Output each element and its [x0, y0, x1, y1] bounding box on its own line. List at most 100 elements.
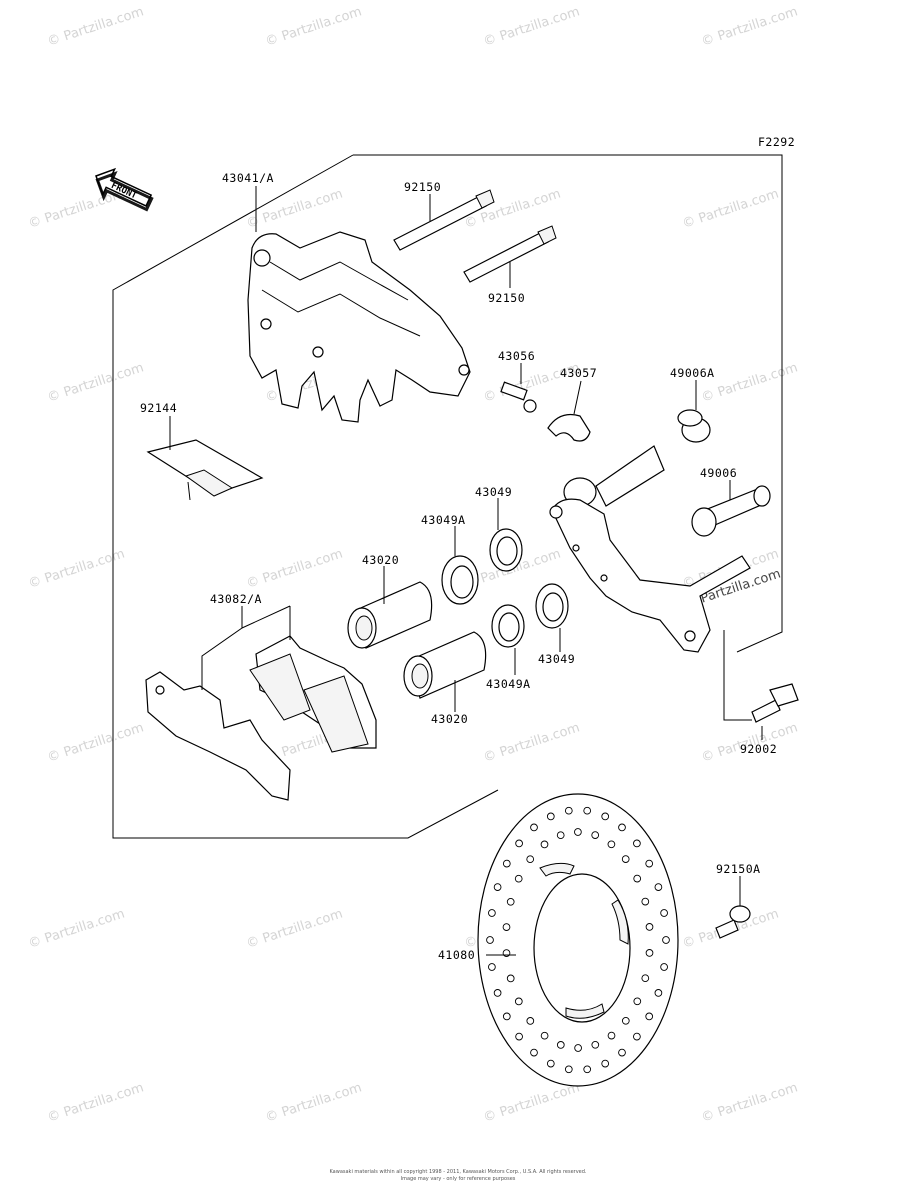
disc-hole: [502, 1012, 511, 1021]
brake-pad-front: [249, 635, 377, 753]
disc-hole: [526, 1017, 535, 1025]
watermark-text: © Partzilla.com: [245, 907, 345, 952]
disc-bolt: [715, 905, 751, 939]
disc-hole: [583, 806, 592, 815]
bleeder-cap: [547, 413, 591, 442]
disc-hole: [621, 855, 630, 863]
disc-hole: [564, 806, 573, 815]
label-seal-lower: 43049: [538, 652, 575, 666]
disc-hole: [514, 874, 523, 883]
label-pad-set: 43082/A: [210, 592, 262, 606]
seal-upper: [489, 528, 523, 572]
copyright-line: Kawasaki materials within all copyright …: [329, 1169, 586, 1175]
watermark-text: © Partzilla.com: [46, 1080, 146, 1125]
disc-hole: [601, 812, 610, 821]
disc-hole: [601, 1059, 610, 1068]
seal-lower: [535, 583, 569, 629]
disc-hole: [591, 831, 600, 839]
disc-hole: [591, 1040, 600, 1049]
seal-a-upper: [441, 555, 479, 605]
watermark-text: © Partzilla.com: [264, 1080, 364, 1125]
assembly-outline-left: [112, 154, 499, 839]
disc-hole: [506, 897, 515, 906]
disc-hole: [530, 1048, 538, 1057]
disc-hole: [645, 923, 654, 931]
label-spring: 92144: [140, 401, 177, 415]
caliper-pin-lower: [463, 225, 557, 283]
disc-hole: [493, 883, 502, 891]
pad-spring: [146, 439, 264, 501]
disc-hole: [645, 859, 654, 868]
disc-hole: [645, 1012, 654, 1021]
brake-pad-back: [145, 671, 291, 801]
disc-hole: [633, 1032, 641, 1041]
disc-hole: [607, 840, 616, 849]
disc-hole: [641, 974, 650, 983]
leader-lines: [169, 186, 763, 956]
disc-hole: [488, 909, 496, 917]
disc-hole: [556, 831, 565, 840]
bushing-a: [677, 409, 711, 443]
watermark-text: © Partzilla.com: [700, 360, 800, 405]
disc-hole: [607, 1031, 616, 1040]
disc-hole: [530, 823, 538, 832]
label-seal-a-upper: 43049A: [421, 513, 466, 527]
assembly-outline: [353, 154, 783, 653]
disc-hole: [645, 949, 654, 957]
watermark-text: © Partzilla.com: [245, 547, 345, 592]
disc-hole: [660, 963, 668, 971]
label-bolt-disc: 92150A: [716, 862, 761, 876]
disc-hole: [526, 855, 535, 864]
bolt-sleeve: [691, 485, 771, 537]
watermark-text: © Partzilla.com: [245, 187, 345, 232]
disc-hole: [502, 859, 511, 868]
disc-hole: [506, 974, 515, 983]
label-bolt: 92002: [740, 742, 777, 756]
label-cap: 43057: [560, 366, 597, 380]
disc-hole: [564, 1065, 573, 1074]
disc-hole: [618, 823, 626, 832]
brake-disc: [477, 793, 679, 1087]
label-piston-upper: 43020: [362, 553, 399, 567]
disc-hole: [662, 936, 670, 944]
disc-hole: [515, 839, 523, 848]
bracket-bolt: [751, 683, 799, 723]
disc-hole: [633, 839, 641, 848]
disc-hole: [574, 1044, 582, 1052]
label-bolt-sleeve: 49006: [700, 466, 737, 480]
label-pin-lower: 92150: [488, 291, 525, 305]
seal-a-lower: [491, 604, 525, 648]
watermark-text: © Partzilla.com: [482, 4, 582, 49]
part-labels: 43041/A 92150 92150 43056 43057 49006A 4…: [140, 171, 777, 962]
disc-hole: [540, 1031, 549, 1040]
watermark-text: © Partzilla.com: [27, 907, 127, 952]
caliper-body: [247, 231, 471, 423]
label-pin-upper: 92150: [404, 180, 441, 194]
watermark-layer: © Partzilla.com © Partzilla.com © Partzill…: [27, 4, 800, 1125]
disc-hole: [546, 1059, 555, 1068]
disc-hole: [583, 1065, 592, 1074]
disc-hole: [618, 1048, 626, 1057]
disc-hole: [493, 989, 502, 997]
front-arrow-icon: FRONT: [95, 167, 154, 212]
disc-hole: [660, 909, 668, 917]
label-caliper: 43041/A: [222, 171, 274, 185]
piston-lower: [403, 631, 487, 699]
caliper-pin-upper: [393, 189, 495, 251]
bleeder-valve: [500, 381, 537, 413]
watermark-text: © Partzilla.com: [700, 4, 800, 49]
label-disc: 41080: [438, 948, 475, 962]
disc-hole: [488, 963, 496, 971]
figure-code: F2292: [758, 135, 795, 149]
disc-hole: [515, 1032, 523, 1041]
watermark-text: © Partzilla.com: [700, 1080, 800, 1125]
disc-hole: [486, 936, 494, 944]
watermark-text: © Partzilla.com: [27, 547, 127, 592]
watermark-text: © Partzilla.com: [46, 4, 146, 49]
watermark-text: © Partzilla.com: [264, 4, 364, 49]
reference-line: Image may vary - only for reference purp…: [401, 1176, 516, 1182]
caliper-bracket: [549, 445, 751, 653]
watermark-text: © Partzilla.com: [482, 720, 582, 765]
disc-hole: [540, 840, 549, 849]
